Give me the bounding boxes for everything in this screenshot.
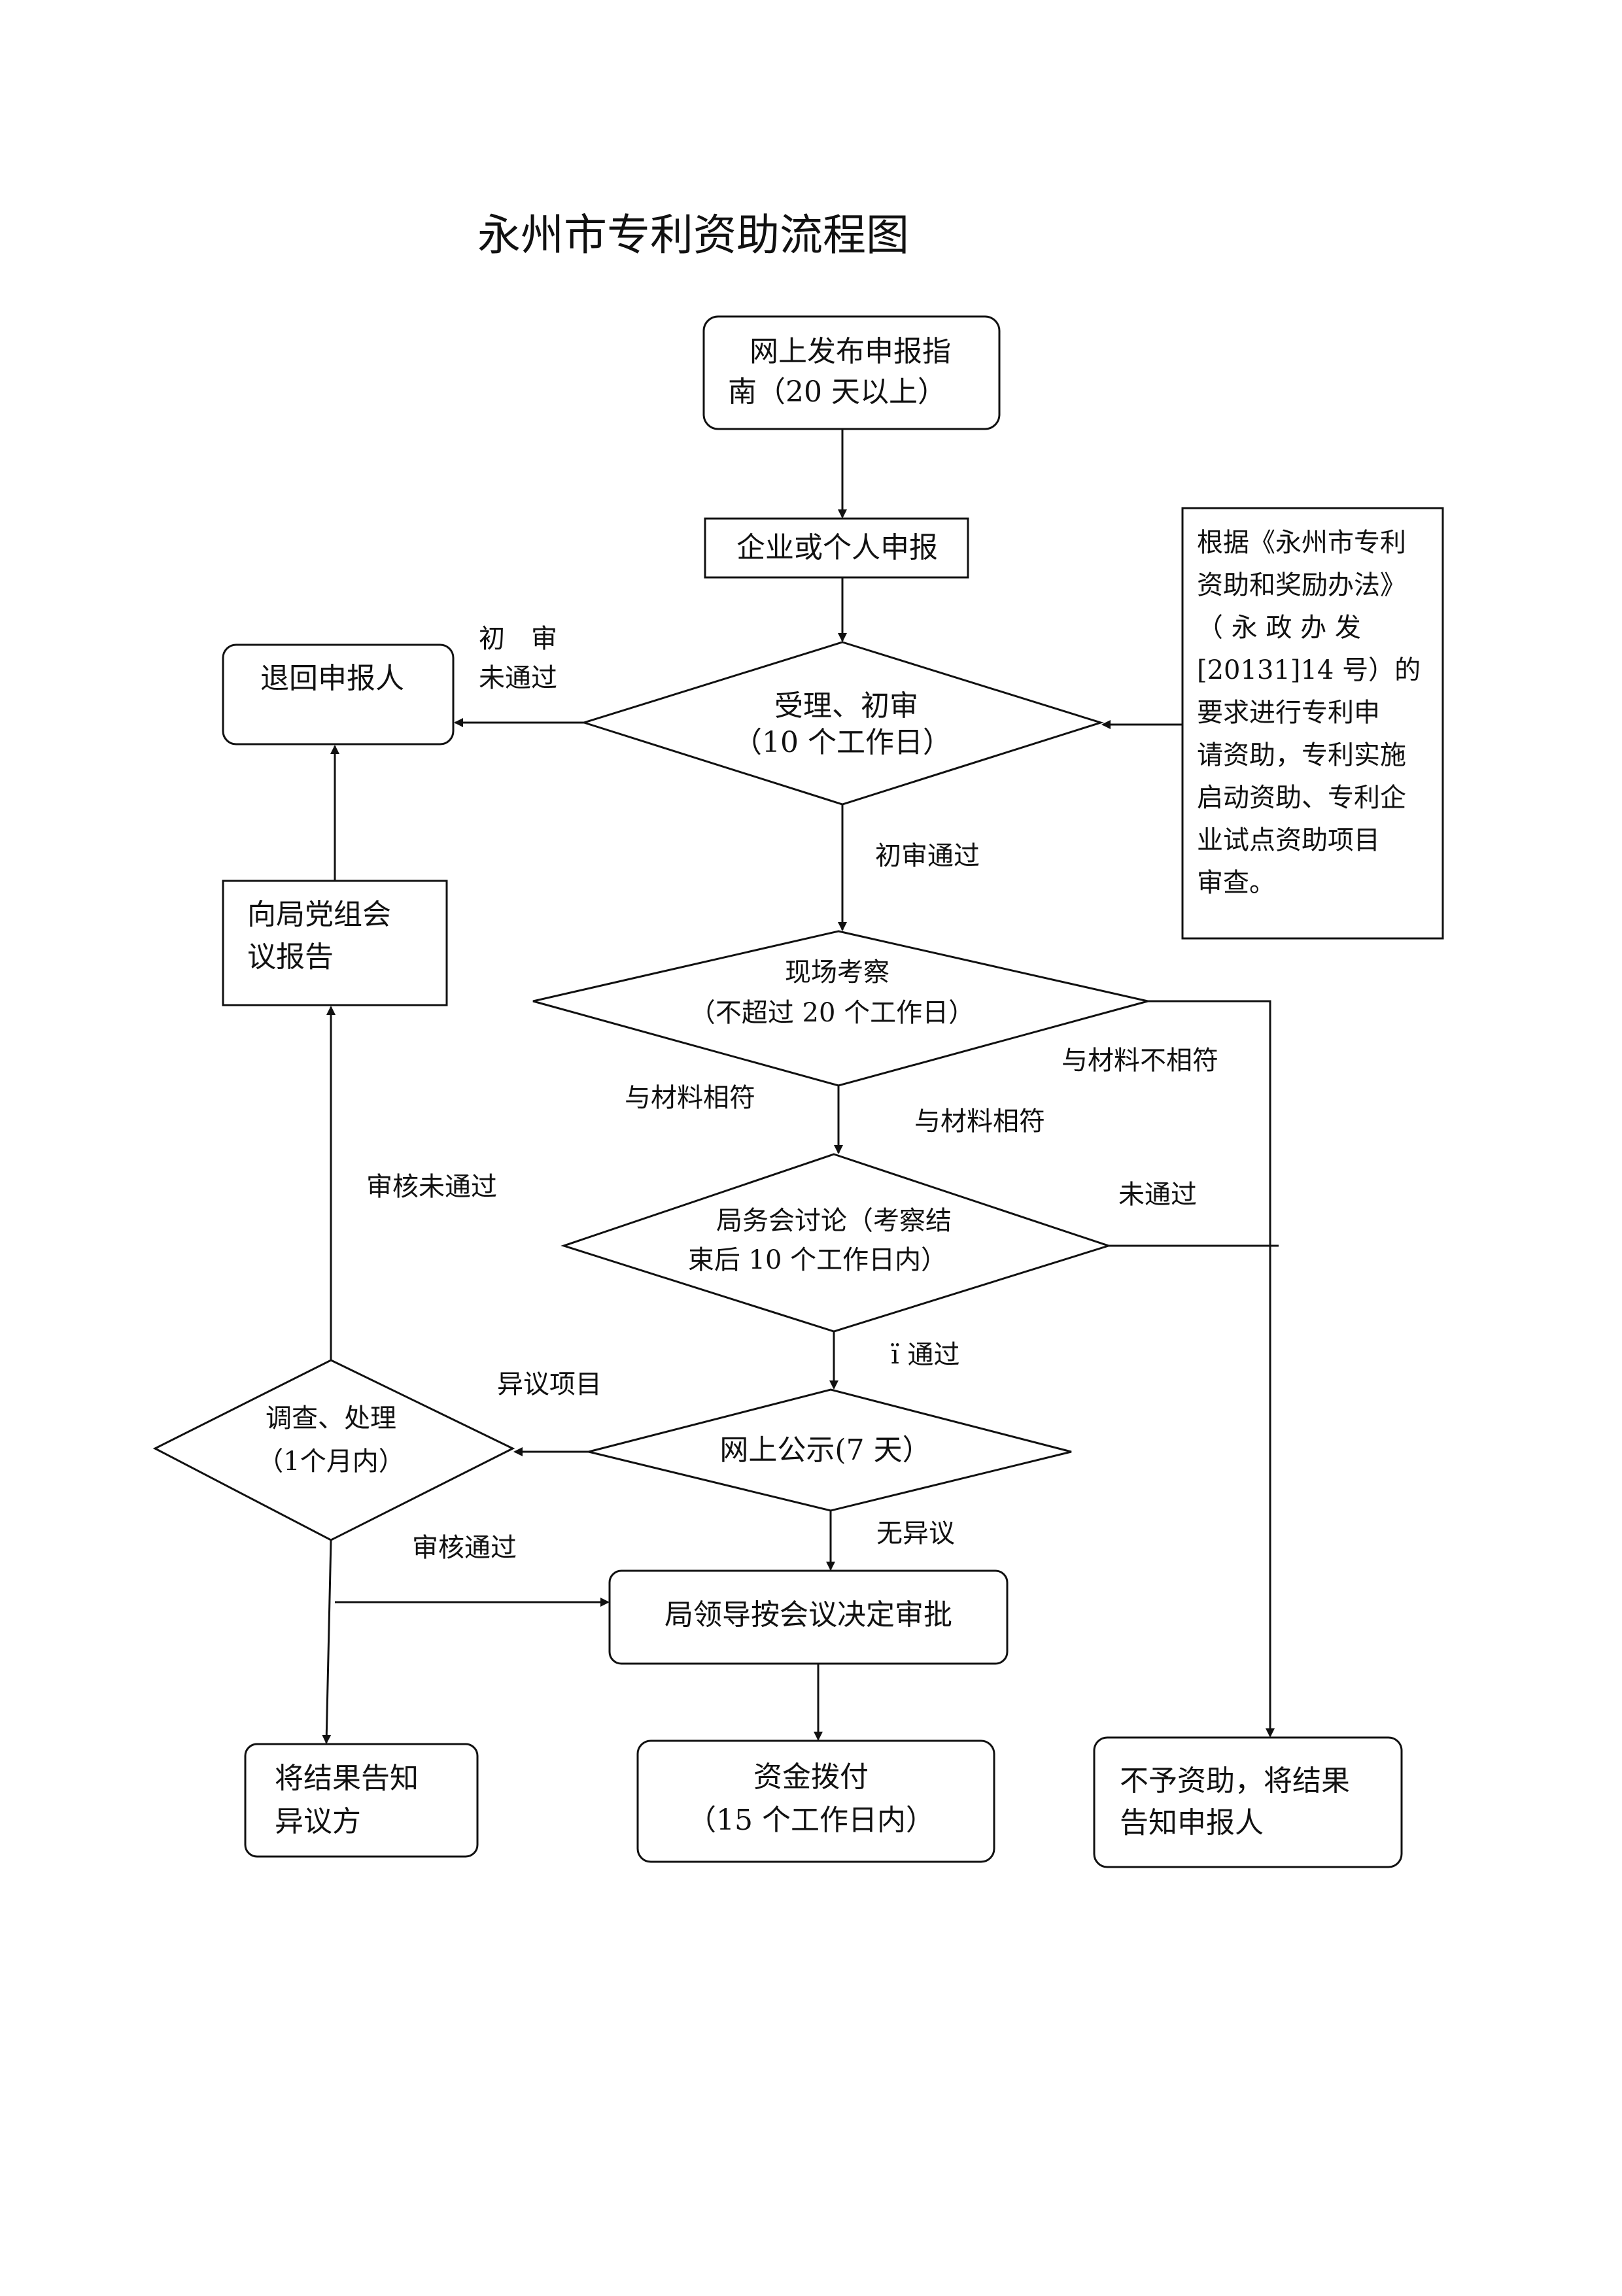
apply-label: 企业或个人申报 bbox=[736, 531, 938, 564]
edge-label-audit-fail: 审核未通过 bbox=[366, 1172, 497, 1202]
bureau-meeting-diamond bbox=[561, 1153, 1112, 1333]
no-funding-line-2: 告知申报人 bbox=[1120, 1806, 1264, 1840]
no-funding-box bbox=[1093, 1736, 1403, 1868]
online-publicity-label: 网上公示(7 天） bbox=[719, 1433, 931, 1467]
note-box bbox=[1181, 507, 1444, 940]
apply-box bbox=[704, 517, 969, 579]
note-text: 根据《永州市专利 资助和奖励办法》 （ 永 政 办 发 [20131]14 号）… bbox=[1197, 528, 1421, 898]
note-line-7: 启动资助、专利企 bbox=[1197, 783, 1406, 813]
note-line-2: 资助和奖励办法》 bbox=[1197, 570, 1406, 600]
report-party-box bbox=[222, 880, 448, 1006]
fund-disbursement-line-2: （15 个工作日内） bbox=[687, 1804, 935, 1837]
return-applicant-box bbox=[222, 643, 455, 745]
publish-guide-line-1: 网上发布申报指 bbox=[750, 335, 951, 368]
note-line-4: [20131]14 号）的 bbox=[1197, 655, 1421, 685]
site-inspection-line-2: （不超过 20 个工作日） bbox=[689, 998, 975, 1028]
report-party-line-1: 向局党组会 bbox=[247, 898, 391, 931]
edge-label-passed: ï 通过 bbox=[891, 1340, 960, 1370]
publish-guide-box bbox=[702, 315, 1001, 430]
edge-label-objection-item: 异议项目 bbox=[497, 1369, 602, 1399]
edge-label-matches-material-right: 与材料相符 bbox=[914, 1106, 1045, 1137]
accept-review-diamond bbox=[580, 641, 1105, 806]
accept-review-line-1: 受理、初审 bbox=[774, 689, 918, 723]
note-line-5: 要求进行专利申 bbox=[1197, 698, 1380, 728]
edge-label-no-objection: 无异议 bbox=[876, 1518, 955, 1549]
note-line-8: 业试点资助项目 bbox=[1197, 825, 1380, 855]
site-inspection-line-1: 现场考察 bbox=[785, 957, 889, 987]
bureau-meeting-line-1: 局务会讨论（考察结 bbox=[716, 1206, 952, 1236]
edge-label-not-match-material: 与材料不相符 bbox=[1061, 1046, 1218, 1076]
bureau-meeting-line-2: 束后 10 个工作日内） bbox=[688, 1245, 947, 1275]
note-line-9: 审查。 bbox=[1197, 868, 1275, 898]
fund-disbursement-line-1: 资金拨付 bbox=[753, 1760, 869, 1794]
note-line-1: 根据《永州市专利 bbox=[1197, 528, 1406, 558]
edge-label-initial-fail-line-1: 初 审 bbox=[479, 624, 557, 654]
leader-approval-label: 局领导按会议决定审批 bbox=[664, 1598, 952, 1632]
connectors bbox=[322, 429, 1279, 1744]
report-party-line-2: 议报告 bbox=[247, 940, 334, 974]
edge-label-not-passed: 未通过 bbox=[1118, 1180, 1197, 1210]
notify-objector-box bbox=[244, 1743, 479, 1858]
accept-review-line-2: （10 个工作日） bbox=[733, 726, 952, 759]
investigate-line-1: 调查、处理 bbox=[266, 1403, 396, 1433]
page-title: 永州市专利资助流程图 bbox=[477, 210, 909, 260]
edge-label-initial-pass: 初审通过 bbox=[875, 841, 980, 871]
notify-objector-line-1: 将结果告知 bbox=[275, 1762, 419, 1795]
notify-objector-line-2: 异议方 bbox=[275, 1805, 361, 1838]
return-applicant-label: 退回申报人 bbox=[260, 662, 404, 695]
publish-guide-line-2: 南（20 天以上） bbox=[728, 375, 946, 409]
fund-disbursement-box bbox=[636, 1739, 995, 1863]
edge-label-initial-fail-line-2: 未通过 bbox=[479, 663, 557, 693]
note-line-3: （ 永 政 办 发 bbox=[1197, 613, 1361, 643]
arrow-site-to-nofunding bbox=[1148, 1000, 1275, 1738]
no-funding-line-1: 不予资助，将结果 bbox=[1120, 1764, 1350, 1798]
note-line-6: 请资助，专利实施 bbox=[1197, 740, 1406, 770]
investigate-line-2: （1个月内） bbox=[257, 1447, 404, 1477]
edge-label-audit-pass: 审核通过 bbox=[412, 1533, 517, 1563]
edge-label-matches-material-left: 与材料相符 bbox=[625, 1083, 755, 1113]
arrow-investigate-to-notify bbox=[322, 1539, 332, 1744]
leader-approval-box bbox=[608, 1569, 1009, 1665]
